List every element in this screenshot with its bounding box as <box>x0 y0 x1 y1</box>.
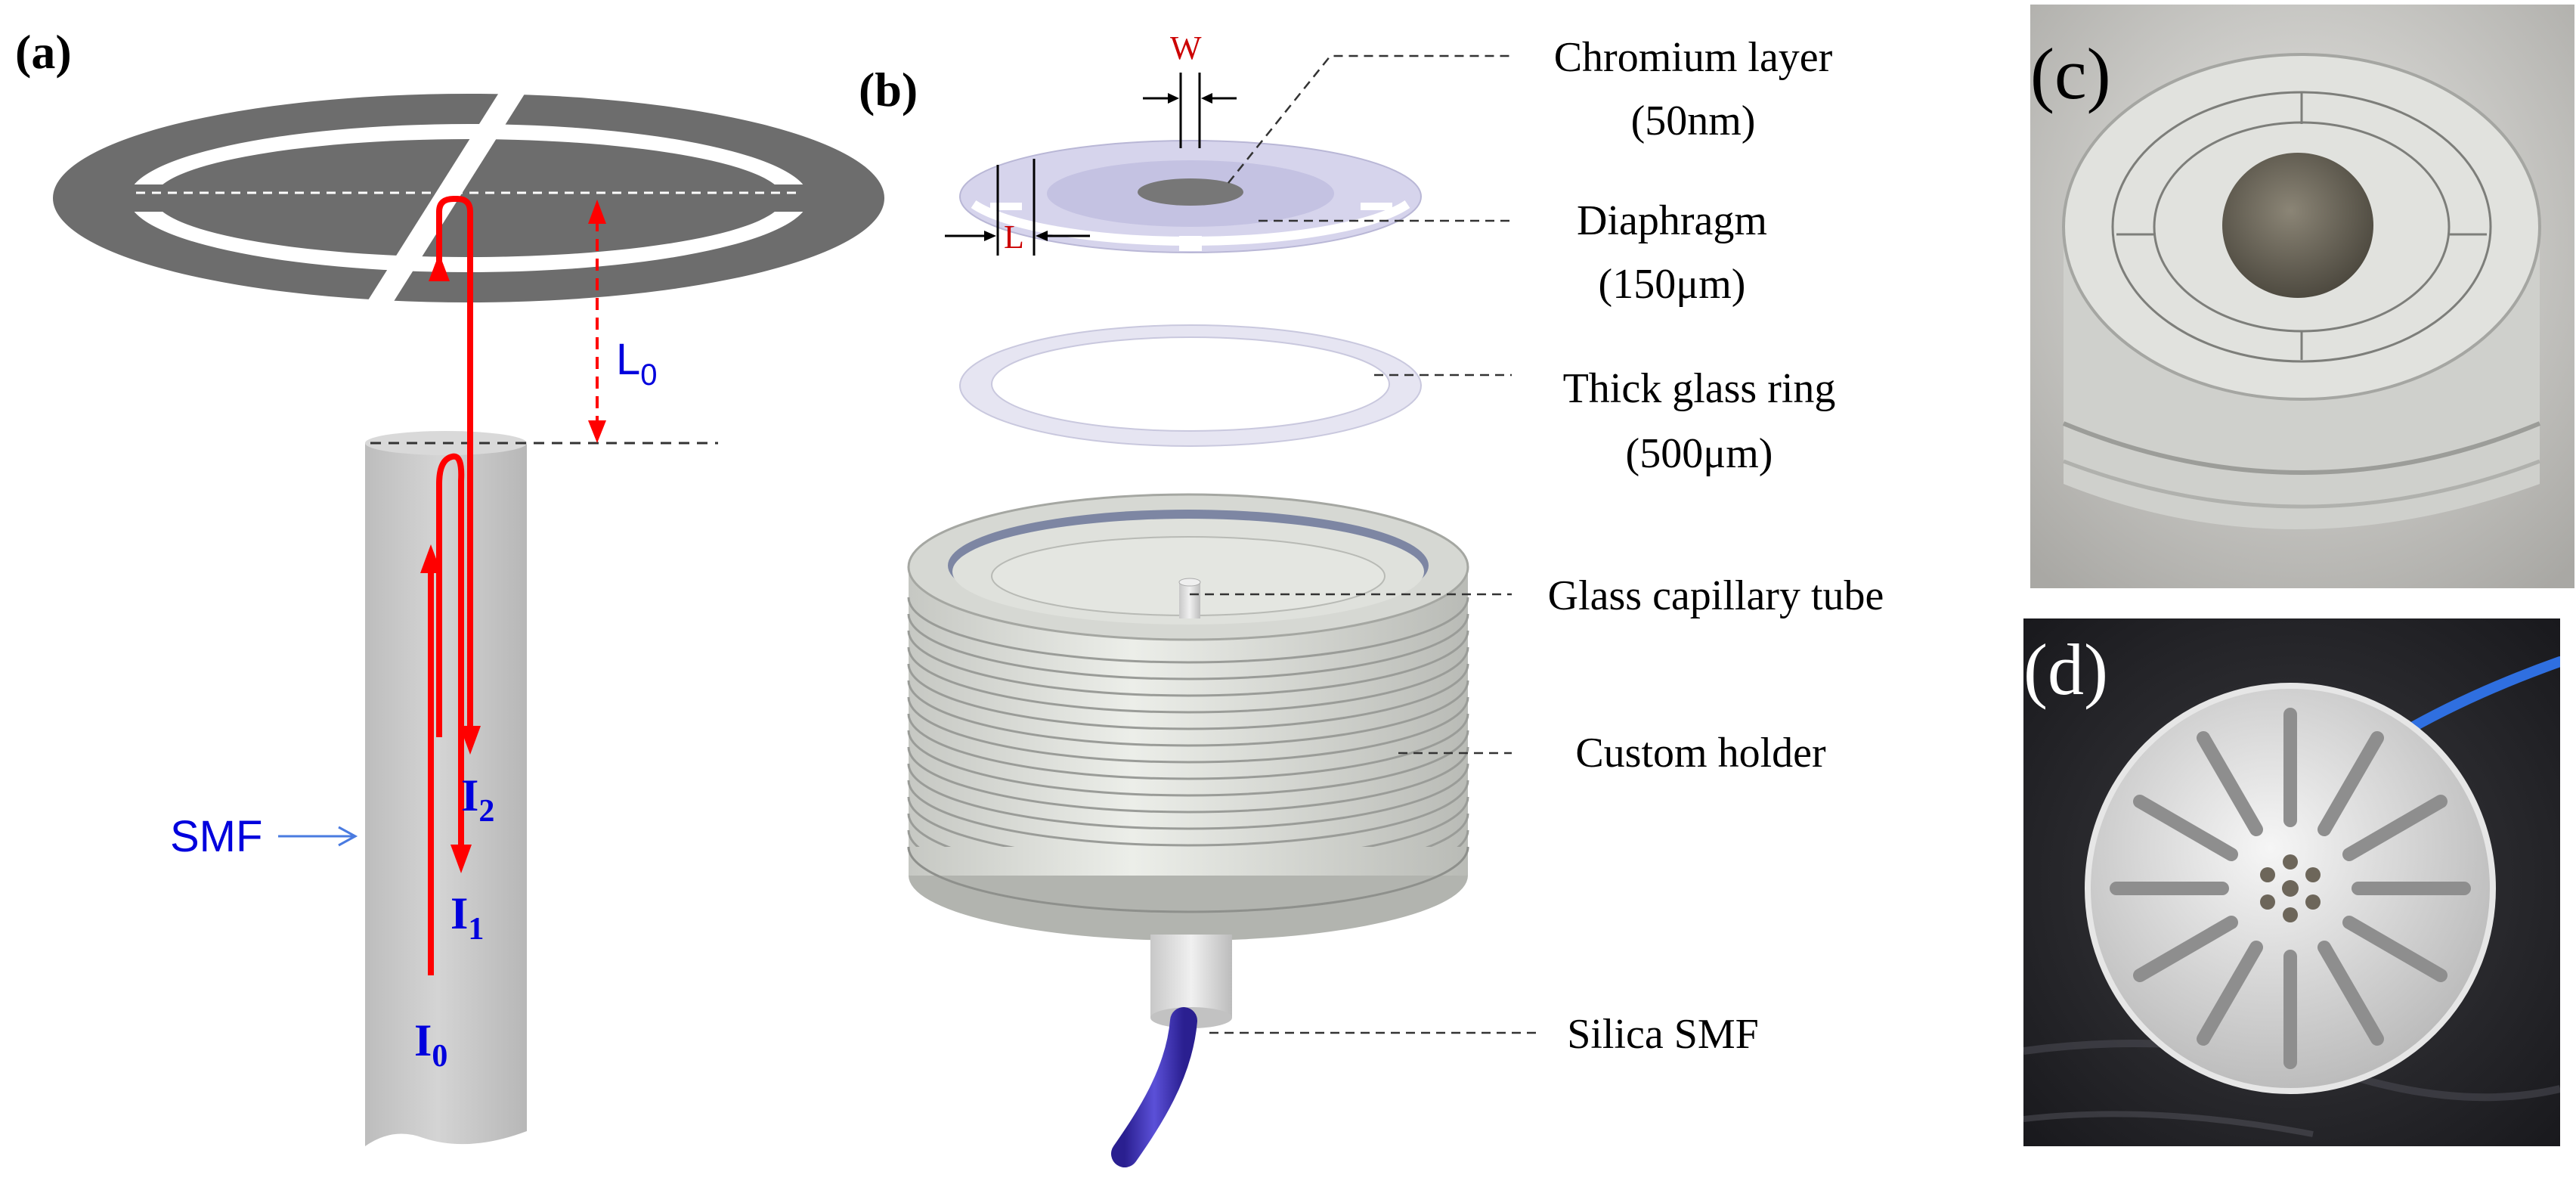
w-dimension <box>1143 73 1237 148</box>
l0-dimension <box>588 200 606 443</box>
chromium-layer <box>1138 178 1243 206</box>
diaphragm-a <box>53 89 884 308</box>
custom-holder <box>907 493 1469 941</box>
callout-chromium-line1: Chromium layer <box>1554 34 1833 81</box>
beam-up-arrowhead <box>429 253 450 281</box>
panel-c-label: (c) <box>2030 33 2111 114</box>
smf-pointer-arrow <box>278 826 358 847</box>
chromium-disc-c <box>2222 153 2373 298</box>
callout-diaphragm-line2: (150μm) <box>1599 261 1746 308</box>
w-label: W <box>1170 29 1202 67</box>
beam-i1-arrowhead <box>450 845 472 873</box>
silica-smf-cable <box>1111 1007 1197 1167</box>
beam-i2-arrowhead <box>460 726 481 755</box>
beam-i0-arrowhead <box>420 544 441 573</box>
callout-chromium-line2: (50nm) <box>1631 98 1756 144</box>
thick-glass-ring <box>958 324 1423 447</box>
panel-a-label: (a) <box>15 25 72 79</box>
callout-smf-line1: Silica SMF <box>1567 1011 1759 1058</box>
callout-ring-line2: (500μm) <box>1626 430 1773 477</box>
beam-label-i1: I1 <box>450 888 484 947</box>
panel-c: (c) <box>2030 5 2574 588</box>
panel-a: (a) L0 <box>15 25 884 1178</box>
sensor-slots-d <box>2110 708 2471 1069</box>
l-label: L <box>1004 219 1024 256</box>
panel-d: (d) <box>2023 618 2560 1146</box>
callout-diaphragm-line1: Diaphragm <box>1577 197 1767 244</box>
callout-holder-line1: Custom holder <box>1575 730 1826 777</box>
smf-label: SMF <box>170 812 262 861</box>
callout-labels: Chromium layer (50nm) Diaphragm (150μm) … <box>1548 34 1884 1058</box>
sensor-holes-d <box>2260 854 2321 922</box>
beam-path <box>428 196 473 975</box>
panel-b: (b) W L <box>859 29 1884 1167</box>
beam-label-i2: I2 <box>461 770 494 829</box>
panel-b-label: (b) <box>859 63 918 116</box>
panel-d-label: (d) <box>2023 629 2108 710</box>
glass-capillary-tube <box>1178 578 1201 618</box>
callout-capillary-line1: Glass capillary tube <box>1548 572 1884 619</box>
smf-fiber <box>365 431 527 1178</box>
beam-label-i0: I0 <box>414 1015 447 1074</box>
callout-leaders <box>1190 54 1542 1034</box>
l0-label: L0 <box>616 335 658 392</box>
callout-ring-line1: Thick glass ring <box>1563 365 1836 412</box>
l-dimension <box>945 159 1090 256</box>
